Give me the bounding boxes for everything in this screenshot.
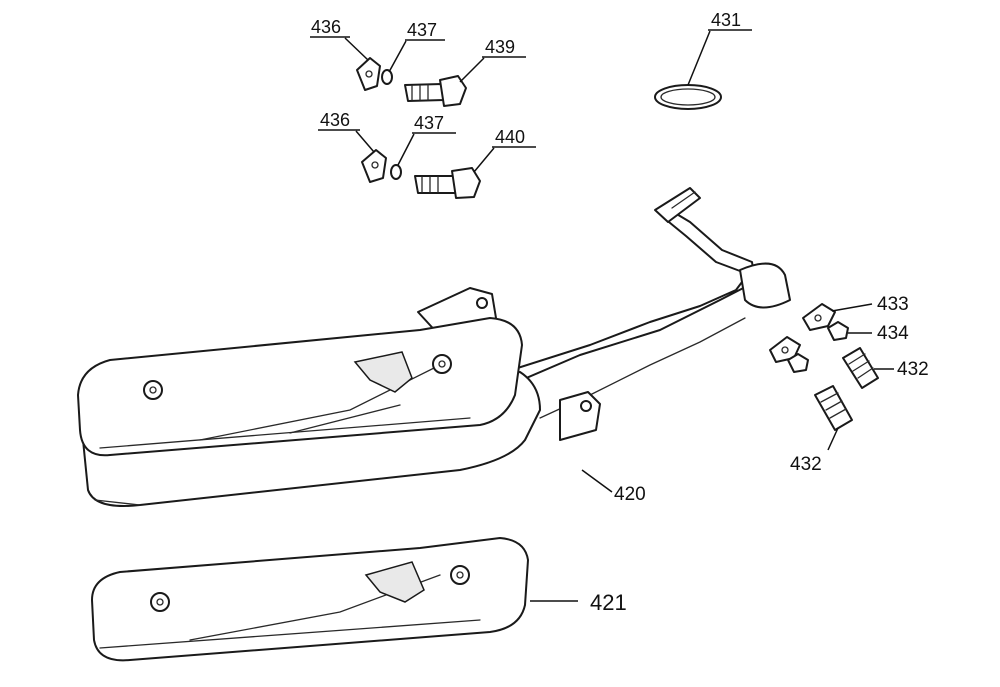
label-436-upper: 436 bbox=[311, 17, 341, 37]
label-434: 434 bbox=[877, 323, 909, 344]
washer-433 bbox=[802, 303, 836, 331]
part-labels: 436 437 439 431 436 437 440 433 434 432 … bbox=[311, 10, 929, 615]
label-432-right: 432 bbox=[897, 359, 929, 380]
label-436-lower: 436 bbox=[320, 110, 350, 130]
label-437-upper: 437 bbox=[407, 20, 437, 40]
muffler-assembly bbox=[77, 287, 601, 507]
exhaust-header-pipe bbox=[504, 187, 791, 419]
label-440: 440 bbox=[495, 127, 525, 147]
washer-upper bbox=[356, 57, 381, 91]
nut-434 bbox=[827, 321, 849, 341]
exhaust-gasket bbox=[654, 84, 722, 110]
washer-lower bbox=[361, 149, 387, 183]
label-432-left: 432 bbox=[790, 454, 822, 475]
label-433: 433 bbox=[877, 294, 909, 315]
label-421: 421 bbox=[590, 590, 627, 615]
damper-left bbox=[814, 385, 853, 431]
washer-433-second bbox=[769, 336, 801, 363]
heat-shield bbox=[91, 537, 529, 662]
label-431: 431 bbox=[711, 10, 741, 30]
label-420: 420 bbox=[614, 484, 646, 505]
nut-434-second bbox=[787, 353, 809, 373]
bolt-439 bbox=[404, 75, 467, 107]
label-439: 439 bbox=[485, 37, 515, 57]
leader-lines bbox=[310, 29, 894, 602]
label-437-lower: 437 bbox=[414, 113, 444, 133]
damper-right bbox=[842, 347, 879, 389]
bolt-440 bbox=[414, 167, 481, 199]
lock-washer-lower bbox=[390, 164, 402, 180]
lock-washer-upper bbox=[381, 69, 393, 85]
